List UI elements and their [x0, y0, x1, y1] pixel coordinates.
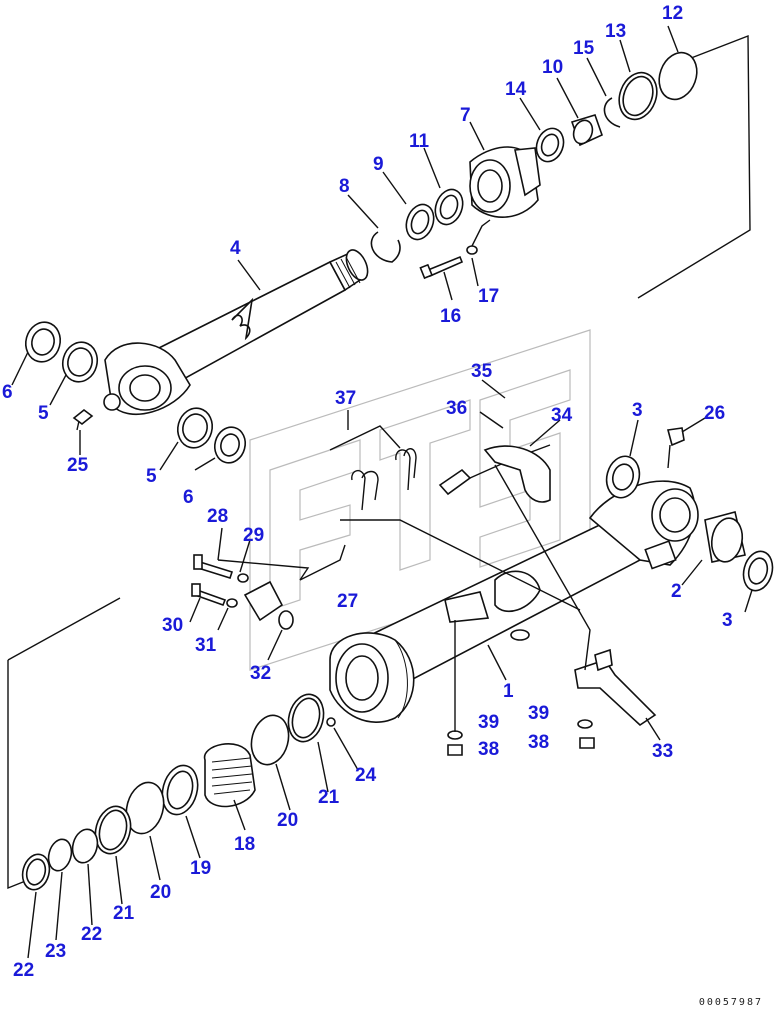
hose-flange — [191, 554, 294, 630]
callout-17: 17 — [478, 286, 500, 307]
callout-26: 26 — [704, 403, 726, 424]
callout-25: 25 — [67, 455, 89, 476]
callout-28: 28 — [207, 506, 229, 527]
callout-31: 31 — [195, 635, 217, 656]
callout-38-right: 38 — [528, 732, 550, 753]
callout-9: 9 — [373, 154, 384, 175]
callout-23: 23 — [45, 941, 67, 962]
rod-eye — [103, 342, 191, 415]
callout-21-upper: 21 — [318, 787, 340, 808]
nuts-and-washers — [447, 620, 595, 756]
callout-29: 29 — [243, 525, 265, 546]
callout-37: 37 — [335, 388, 357, 409]
leader-lines — [11, 25, 753, 959]
callout-2: 2 — [671, 581, 682, 602]
cylinder-head — [469, 146, 541, 218]
head-bolt — [419, 219, 491, 280]
callout-10: 10 — [542, 57, 564, 78]
callout-36: 36 — [446, 398, 468, 419]
bushing-set-lower — [605, 455, 774, 592]
assembly-frame-lines — [7, 34, 751, 890]
grease-fitting — [72, 408, 94, 431]
callout-12: 12 — [662, 3, 684, 24]
piston-seal-set — [21, 693, 336, 891]
callout-22-middle: 22 — [81, 924, 103, 945]
callout-15: 15 — [573, 38, 595, 59]
callout-20-upper: 20 — [277, 810, 299, 831]
callout-6-upper: 6 — [2, 382, 13, 403]
callout-38-left: 38 — [478, 739, 500, 760]
callout-34: 34 — [551, 405, 573, 426]
callout-21-lower: 21 — [113, 903, 135, 924]
callout-32: 32 — [250, 663, 272, 684]
callout-4: 4 — [230, 238, 241, 259]
callout-24: 24 — [355, 765, 377, 786]
head-seal-rings — [535, 51, 698, 163]
bushing-set-upper — [24, 321, 247, 464]
callout-3-lower: 3 — [722, 610, 733, 631]
callout-20-lower: 20 — [150, 882, 172, 903]
cylinder-rod — [143, 249, 369, 394]
callout-1: 1 — [503, 681, 514, 702]
elbow-fitting — [666, 427, 685, 469]
rod-seal-rings — [370, 188, 464, 263]
callout-14: 14 — [505, 79, 527, 100]
callout-6-lower: 6 — [183, 487, 194, 508]
callout-19: 19 — [190, 858, 212, 879]
clamp-bracket-lower — [574, 648, 657, 727]
callout-22-lower: 22 — [13, 960, 35, 981]
callout-7: 7 — [460, 105, 471, 126]
callout-30: 30 — [162, 615, 184, 636]
clamp-bracket-upper — [483, 445, 551, 503]
callout-18: 18 — [234, 834, 256, 855]
callout-8: 8 — [339, 176, 350, 197]
callout-39-right: 39 — [528, 703, 550, 724]
callout-27: 27 — [337, 591, 359, 612]
callout-11: 11 — [409, 131, 430, 152]
callout-33: 33 — [652, 741, 674, 762]
callout-3-upper: 3 — [632, 400, 643, 421]
callout-5-upper: 5 — [38, 403, 49, 424]
cylinder-tube — [329, 480, 699, 723]
callout-39-left: 39 — [478, 712, 500, 733]
callout-5-lower: 5 — [146, 466, 157, 487]
document-number: 00057987 — [698, 997, 763, 1008]
callout-16: 16 — [440, 306, 462, 327]
callout-35: 35 — [471, 361, 493, 382]
callout-13: 13 — [605, 21, 627, 42]
hose-tubes — [340, 444, 581, 611]
